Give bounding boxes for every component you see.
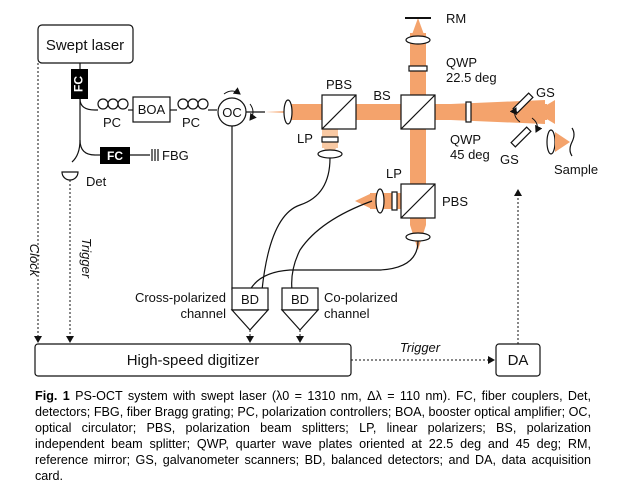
pbs-1-label: PBS xyxy=(326,77,352,92)
sample-label: Sample xyxy=(554,162,598,177)
qwp-mid-angle: 45 deg xyxy=(450,147,490,162)
fc-coupler-bottom xyxy=(100,147,130,164)
lens-pbs2-down xyxy=(405,232,431,242)
beam-pbs2-left-tip xyxy=(355,193,372,209)
bd-co-triangle xyxy=(280,309,320,331)
gs-label-1: GS xyxy=(536,85,555,100)
figure-caption: Fig. 1 PS-OCT system with swept laser (λ… xyxy=(35,388,591,484)
pc-label-1: PC xyxy=(103,115,121,130)
lens-collimator xyxy=(283,99,293,125)
lens-pbs1 xyxy=(317,149,343,159)
beam-reference-arm xyxy=(410,33,426,113)
qwp-mid-label: QWP xyxy=(450,132,481,147)
gs-label-2: GS xyxy=(500,152,519,167)
co-channel-line1: Co-polarized xyxy=(324,290,398,305)
caption-lambda: (λ0 = 1310 nm, Δλ = 110 nm). xyxy=(271,389,451,403)
pbs-1-diagonal xyxy=(321,94,357,130)
beam-to-sample xyxy=(535,100,555,124)
cross-channel-line1: Cross-polarized xyxy=(135,290,226,305)
fc-label-top: FC xyxy=(72,76,86,92)
bd-cross-triangle xyxy=(230,309,270,331)
gs-mirror-2 xyxy=(510,126,532,148)
fc-label-bottom: FC xyxy=(107,149,123,163)
bs-label: BS xyxy=(373,88,391,103)
qwp-top-angle: 22.5 deg xyxy=(446,70,497,85)
swept-laser-label: Swept laser xyxy=(46,37,124,54)
lens-reference xyxy=(405,35,431,45)
swept-laser-box xyxy=(37,24,134,64)
pbs-2-label: PBS xyxy=(442,194,468,209)
digitizer-label: High-speed digitizer xyxy=(127,352,260,369)
beam-focus-sample xyxy=(555,132,570,152)
fbg-grating xyxy=(151,149,159,161)
fiber-path-fc-boa-oc xyxy=(71,98,217,163)
gs-rotation-arrow-1 xyxy=(509,107,521,123)
gs-rotation-arrow-2 xyxy=(531,117,543,133)
bs-diagonal xyxy=(400,94,436,130)
sample-surface xyxy=(569,127,575,157)
trigger-label-left: Trigger xyxy=(79,238,94,279)
boa-box xyxy=(132,96,171,123)
fc-coupler-top xyxy=(71,69,88,99)
lp-2-label: LP xyxy=(386,166,402,181)
oc-label: OC xyxy=(222,105,242,120)
clock-label: Clock xyxy=(27,244,42,278)
qwp-sample xyxy=(465,101,472,123)
qwp-reference xyxy=(408,65,428,72)
bd-co-label: BD xyxy=(291,292,309,307)
cross-channel-line2: channel xyxy=(180,306,226,321)
lp-1-label: LP xyxy=(297,131,313,146)
da-label: DA xyxy=(508,352,529,369)
trigger-label-right: Trigger xyxy=(400,340,441,355)
lens-pbs2-left xyxy=(375,188,385,214)
bd-cross-label: BD xyxy=(241,292,259,307)
lp-2 xyxy=(391,191,398,211)
boa-label: BOA xyxy=(138,102,166,117)
pbs-2-diagonal xyxy=(400,183,436,219)
beam-reference-tip xyxy=(410,18,426,40)
detector-det xyxy=(61,171,79,181)
rm-label: RM xyxy=(446,11,466,26)
caption-body: FC, fiber couplers, Det, detectors; FBG,… xyxy=(35,389,592,483)
lp-1 xyxy=(321,136,339,143)
pc-label-2: PC xyxy=(182,115,200,130)
oc-arrow-top xyxy=(223,87,241,95)
fbg-label: FBG xyxy=(162,148,189,163)
co-channel-line2: channel xyxy=(324,306,370,321)
caption-fig-label: Fig. 1 xyxy=(35,389,70,403)
qwp-top-label: QWP xyxy=(446,55,477,70)
lens-sample xyxy=(546,129,556,155)
fibers-to-detectors xyxy=(231,126,419,291)
caption-title: PS-OCT system with swept laser xyxy=(75,389,267,403)
det-label: Det xyxy=(86,174,107,189)
